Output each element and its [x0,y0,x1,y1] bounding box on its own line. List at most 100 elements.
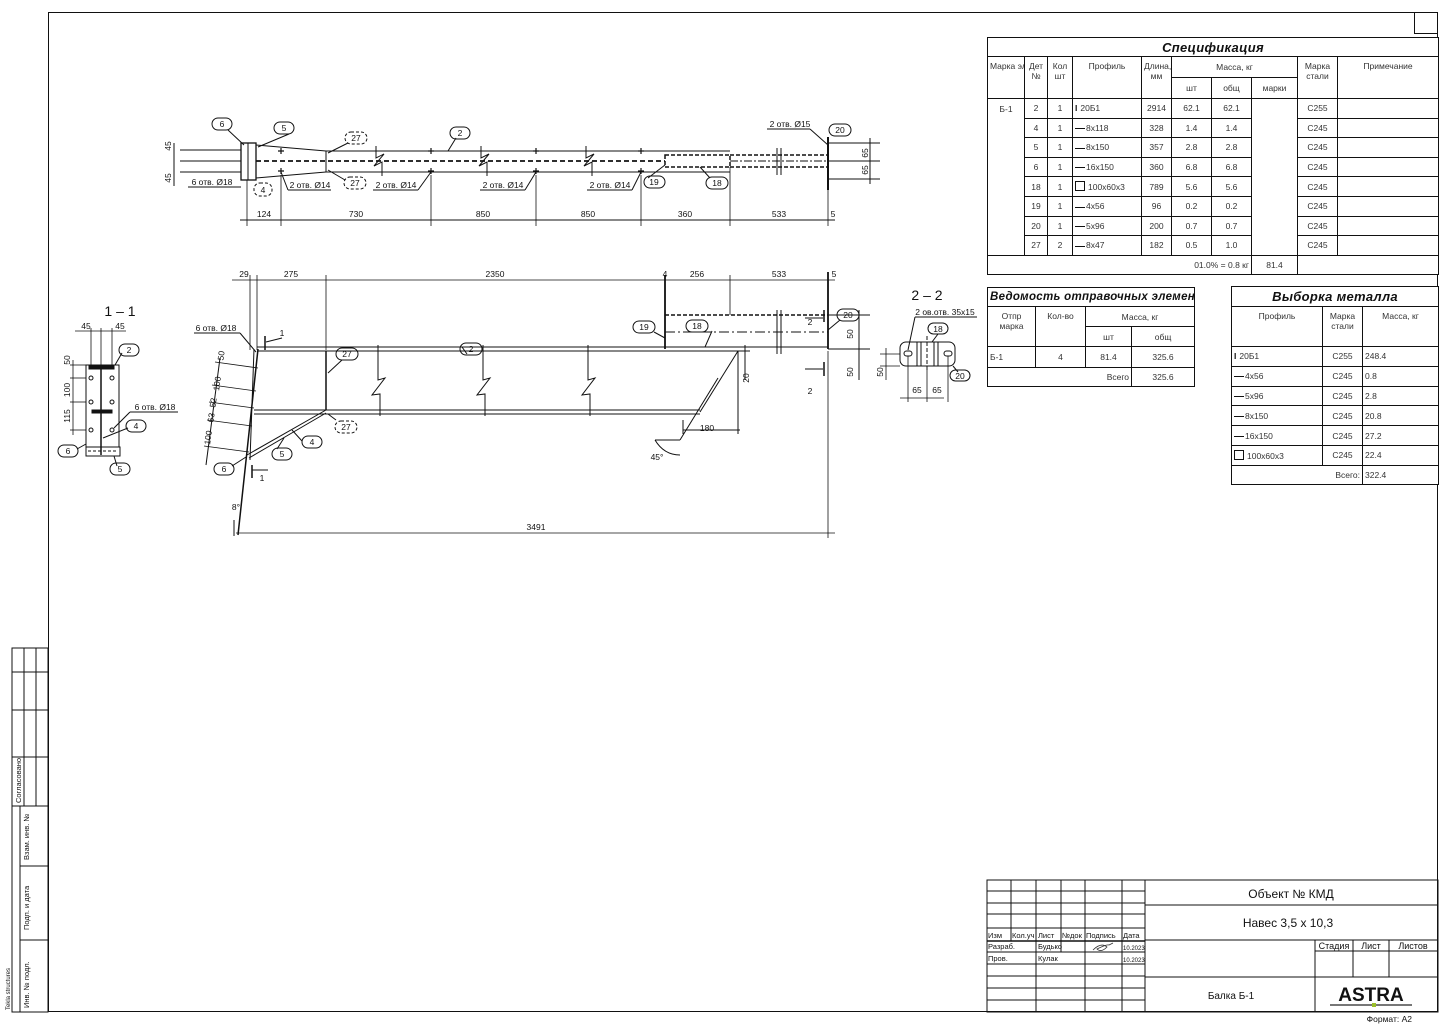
table-cell: 4x56 [1072,195,1142,217]
table-cell: 5x96 [1231,385,1323,407]
table-cell: С245 [1297,117,1338,139]
callout: 27 [351,133,361,143]
plate-icon [1234,435,1244,437]
table-cell: Кол-во [1035,306,1086,347]
sheet-name: Балка Б-1 [1208,991,1255,1002]
table-cell: 6 [1024,156,1048,178]
callout: 4 [261,185,266,195]
plan-view-labels: 124 730 850 850 360 533 5 45 45 65 65 6 … [163,119,870,219]
dim: 50 [215,350,226,361]
table-cell: 100x60x3 [1072,176,1142,197]
section-2-title: 2 – 2 [911,287,942,303]
table-cell: шт [1171,77,1212,99]
table-cell: 4 [1035,346,1086,368]
dim: 850 [476,209,490,219]
table-cell: С245 [1297,235,1338,256]
plate-icon [1075,128,1085,130]
elevation-labels: 29 275 2350 4 256 533 5 3491 50 50 50 10… [196,269,855,532]
callout: 2 [469,344,474,354]
callout: 18 [692,321,702,331]
dim: 3491 [527,522,546,532]
table-cell [1336,156,1440,178]
dim: 730 [349,209,363,219]
callout: 4 [134,421,139,431]
dim: 180 [700,423,714,433]
table-cell: 1.4 [1171,117,1212,139]
drawing-label: Будько [1038,942,1062,951]
table-cell: Всего: [1231,464,1363,485]
weld-note: 01.0% = 0.8 кг [987,254,1252,275]
sheet-corner-box [1414,12,1438,34]
object-title: Объект № КМД [1248,887,1334,901]
dim: 50 [875,367,885,377]
table-cell: Дет № [1024,56,1048,99]
callout: 5 [282,123,287,133]
signature [1092,942,1114,951]
format-label: Формат: А2 [1367,1014,1413,1024]
callout: 2 [458,128,463,138]
specification-table: Спецификация Марка эл-та Дет № Кол шт Пр… [986,37,1440,275]
dim: 115 [62,409,72,423]
table-cell: С255 [1322,346,1363,367]
plate-icon [1075,226,1085,228]
drawing-label: Изм [988,931,1002,940]
dim: 850 [581,209,595,219]
dim: 256 [690,269,704,279]
table-cell: 96 [1141,195,1172,217]
logo-tagline [1330,1004,1412,1006]
table-cell [1336,195,1440,217]
note: 2 отв. Ø14 [590,180,631,190]
table-cell: 360 [1141,156,1172,178]
table-cell: 1 [1047,215,1073,237]
table-cell: 2 [1024,98,1048,119]
drawing-label: Подпись [1086,931,1116,940]
callout: 19 [639,322,649,332]
left-strip-grid [11,647,49,1013]
table-cell: 5 [1024,137,1048,158]
elevation-view [194,272,870,538]
callout: 18 [933,324,943,334]
callout: 4 [310,437,315,447]
table-cell: 5x96 [1072,215,1142,237]
plan-view [173,117,880,226]
dim: 29 [239,269,249,279]
table-cell: общ [1211,77,1252,99]
table-cell: Масса, кг [1084,306,1196,327]
dim: 65 [860,165,870,175]
table-cell: 789 [1141,176,1172,197]
table-cell: Б-1 [987,98,1025,256]
table-cell: 1.4 [1211,117,1252,139]
i-beam-icon: I [1234,351,1237,362]
table-cell: 0.2 [1211,195,1252,217]
table-cell: 62.1 [1211,98,1252,119]
table-cell: Масса, кг [1171,56,1298,78]
table-cell: С245 [1297,156,1338,178]
drawing-label: №док [1062,931,1083,940]
drawing-label: Инв. № подл. [22,961,31,1008]
table-cell: 0.7 [1211,215,1252,237]
drawing-label: Взам. инв. № [22,814,31,860]
note: 2 отв. Ø14 [376,180,417,190]
drawing-label: Лист [1361,941,1381,951]
table-cell: 16x150 [1072,156,1142,178]
table-cell: 1 [1047,176,1073,197]
callout: 20 [835,125,845,135]
dim: 5 [832,269,837,279]
table-cell: 0.7 [1171,215,1212,237]
drawing-label: Листов [1398,941,1427,951]
drawing-label: 10.2023 [1123,946,1145,952]
note: 2 отв. Ø15 [770,119,811,129]
project-title: Навес 3,5 x 10,3 [1243,916,1334,930]
table-cell: 4 [1024,117,1048,139]
table-cell [1336,137,1440,158]
drawing-label: Согласовано [14,758,23,803]
